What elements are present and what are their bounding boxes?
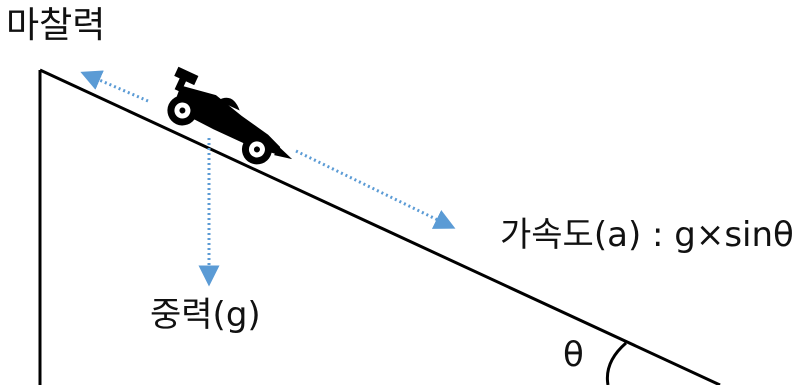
incline-slope — [39, 68, 721, 385]
angle-arc — [605, 341, 627, 385]
angle-label: θ — [563, 335, 584, 375]
acceleration-arrow — [295, 149, 456, 229]
friction-arrow — [80, 70, 149, 103]
gravity-label: 중력(g) — [150, 295, 261, 335]
race-car-icon — [167, 66, 293, 165]
acceleration-label: 가속도(a) : g×sinθ — [500, 215, 794, 255]
inclined-plane — [38, 68, 721, 385]
friction-label: 마찰력 — [6, 5, 106, 46]
